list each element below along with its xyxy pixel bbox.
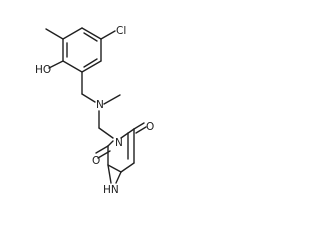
bond-c2-ringn [107, 140, 114, 147]
bond-c3-c4 [81, 60, 102, 73]
aromatic-inner-1 [83, 32, 98, 42]
chlorine-label: Cl [116, 25, 126, 37]
upper-carbonyl-bond-2 [135, 126, 147, 134]
bond-c1-c2 [81, 27, 102, 40]
upper-oxygen-label: O [146, 121, 154, 133]
bond-c6-c1 [62, 27, 83, 40]
bond-aryl-methyl [45, 28, 64, 40]
bond-ch2-n [81, 93, 96, 103]
lower-oxygen-label: O [92, 155, 100, 167]
upper-carbonyl-bond-1 [133, 122, 145, 130]
chemical-structure: Cl HO N N O O HN [35, 25, 154, 196]
aromatic-inner-2 [83, 58, 98, 68]
hydroxyl-label: HO [35, 64, 51, 76]
bond-c5-c4 [120, 162, 135, 173]
bond-nh-c2 [107, 164, 112, 184]
bond-aryl-cl [100, 30, 116, 40]
bond-aryl-oh [48, 60, 64, 69]
bond-n-methyl [103, 94, 121, 105]
bond-c4-n3 [107, 164, 122, 173]
lower-carbonyl-bond-1 [95, 145, 109, 154]
bond-nh-c4 [115, 171, 122, 184]
imide-nh-label: HN [103, 184, 119, 196]
amine-nitrogen-label: N [96, 99, 104, 111]
lower-carbonyl-bond-2 [97, 150, 111, 159]
ring-nitrogen-label: N [115, 137, 123, 149]
bond-ch2-ringn [98, 127, 114, 139]
bond-c4-c5 [62, 60, 83, 73]
